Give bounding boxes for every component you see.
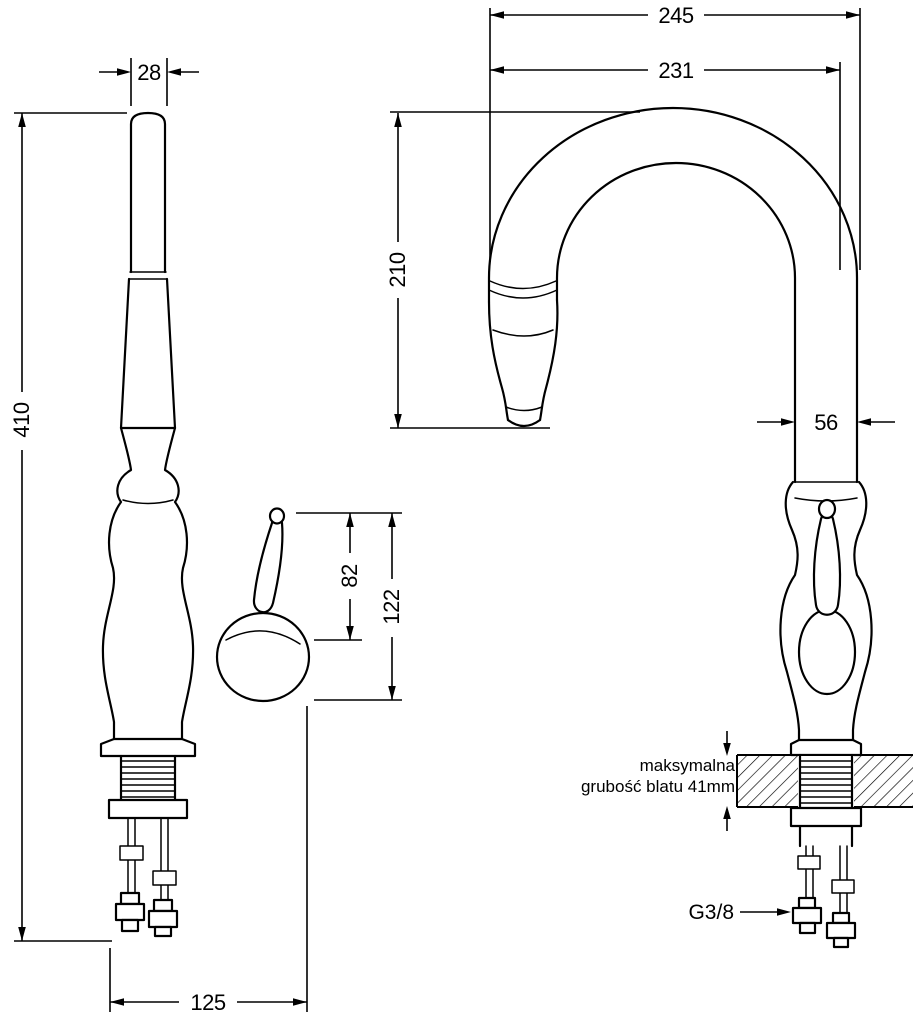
hose-connector (114, 891, 146, 933)
front-shank-edges (798, 753, 854, 848)
dim-body-width: 56 (757, 410, 895, 435)
front-body-right (851, 480, 873, 742)
front-handle-pivot (797, 608, 857, 696)
dim-head-height: 122 (379, 513, 405, 700)
dim-label-231: 231 (658, 58, 693, 83)
collar-seam (122, 499, 174, 505)
handle-lever (252, 515, 284, 614)
shank-threads (120, 760, 176, 798)
dim-label-410: 410 (9, 402, 34, 437)
front-stud-nut (797, 855, 821, 870)
side-view-faucet (99, 111, 311, 938)
dim-label-82: 82 (337, 564, 362, 588)
front-studs (805, 845, 848, 939)
spout-cone (119, 277, 177, 430)
front-stud-nut (831, 879, 855, 894)
spray-head-left (487, 300, 510, 422)
body-right-edge (163, 426, 195, 741)
spray-head-seams (488, 280, 558, 412)
spray-head-right (538, 298, 559, 422)
front-body-seams (794, 481, 858, 502)
dim-label-28: 28 (137, 60, 161, 85)
front-handle-knob (817, 498, 837, 520)
dimension-annotations: 28 410 82 122 (9, 3, 895, 1015)
front-body-left (779, 480, 801, 742)
dim-label-210: 210 (385, 252, 410, 287)
dim-total-width: 245 (489, 3, 861, 270)
stud-nut (119, 845, 144, 861)
dim-spout-height: 210 (385, 111, 640, 429)
hose-connector (147, 898, 179, 938)
dim-label-245: 245 (658, 3, 693, 28)
dim-total-height: 410 (9, 112, 127, 942)
countertop-section (736, 753, 913, 949)
counter-note-line2: grubość blatu 41mm (581, 777, 735, 796)
handle-housing (215, 611, 311, 703)
spray-head-cap (506, 418, 542, 428)
dim-base-depth: 125 (109, 706, 308, 1015)
dim-spout-reach: 231 (490, 58, 841, 270)
front-shank-bg (798, 756, 854, 846)
dim-label-122: 122 (379, 589, 404, 624)
handle-knob (268, 507, 286, 525)
shank (119, 754, 177, 802)
front-locknut (789, 806, 863, 828)
mounting-studs (127, 817, 169, 926)
base-flange (99, 737, 197, 758)
body-left-edge (101, 426, 133, 741)
front-hose-connector (791, 896, 823, 935)
handle-housing-seam (225, 630, 301, 645)
front-hose-connector (825, 911, 857, 949)
front-base-flange (789, 738, 863, 757)
dim-label-125: 125 (190, 990, 225, 1015)
gooseneck-outer (487, 106, 859, 484)
spout-joint-lines (128, 271, 168, 280)
locknut (107, 798, 189, 820)
stud-nut (152, 870, 177, 886)
thread-size-label: G3/8 (688, 901, 734, 924)
dim-spout-top-width: 28 (99, 58, 199, 106)
front-handle-lever (812, 511, 842, 616)
spout-top (129, 111, 167, 274)
thread-size-callout: G3/8 (688, 901, 791, 924)
dim-handle-height: 82 (296, 512, 402, 701)
gooseneck-inner (555, 161, 797, 484)
countertop-thickness-note: maksymalna grubość blatu 41mm (581, 731, 736, 831)
front-shank-threads (799, 760, 853, 804)
dim-label-56: 56 (814, 410, 838, 435)
counter-note-line1: maksymalna (640, 756, 736, 775)
front-view-faucet (487, 106, 873, 757)
